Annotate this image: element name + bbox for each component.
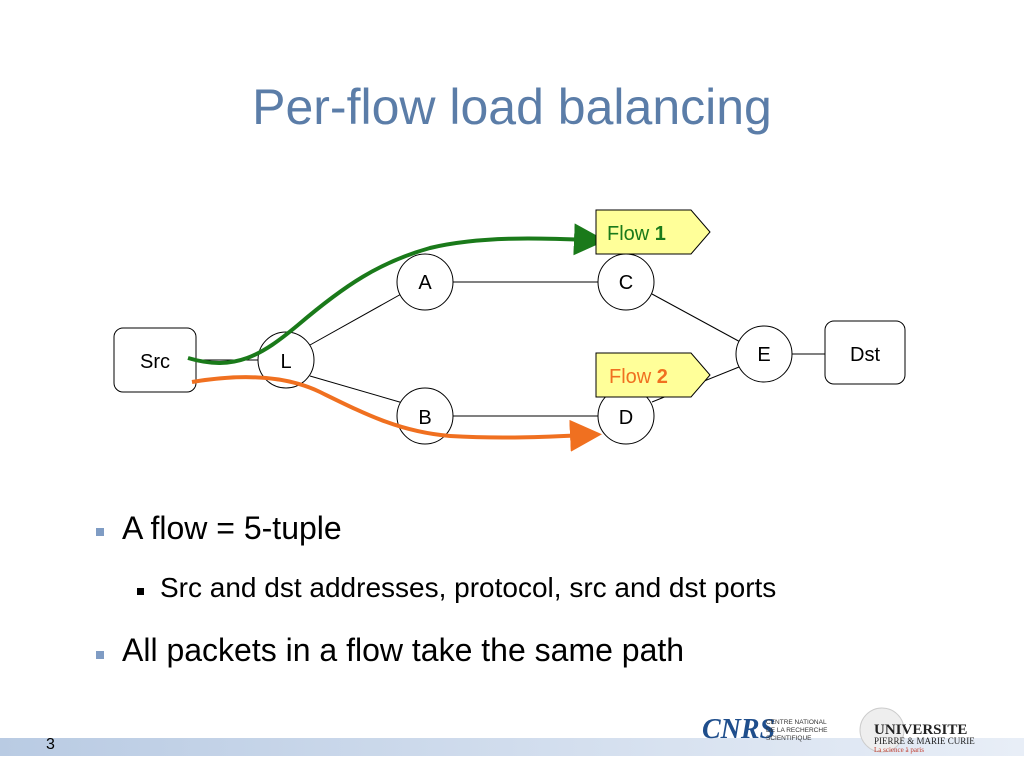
flow1-tag-label: Flow 1 <box>607 223 666 245</box>
cnrs-logo-text: CNRS <box>702 714 775 745</box>
node-e <box>735 325 793 383</box>
node-src-label: Src <box>140 351 170 373</box>
flow1-path <box>187 223 606 365</box>
node-a <box>396 253 454 311</box>
flow2-number: 2 <box>657 366 668 388</box>
cnrs-logo: CNRS CENTRE NATIONAL DE LA RECHERCHE SCI… <box>702 714 828 745</box>
slide-title: Per-flow load balancing <box>252 79 772 135</box>
node-l-label: L <box>280 351 291 373</box>
node-c-label: C <box>619 272 633 294</box>
upmc-logo: UNIVERSITE PIERRE & MARIE CURIE La scien… <box>859 707 975 754</box>
node-a-label: A <box>418 272 432 294</box>
link-l-b <box>309 375 404 404</box>
node-b-label: B <box>418 407 431 429</box>
upmc-seal-icon <box>859 707 905 753</box>
node-e-label: E <box>757 344 770 366</box>
flow1-tag <box>595 209 711 255</box>
flow2-path <box>191 375 602 452</box>
cnrs-caption-line3: SCIENTIFIQUE <box>766 735 812 742</box>
flow2-word: Flow <box>609 366 652 388</box>
flow2-tag <box>595 352 711 398</box>
upmc-logo-line3: La science à paris <box>874 746 924 754</box>
flow2-tag-label: Flow 2 <box>609 366 668 388</box>
flow1-word: Flow <box>607 223 650 245</box>
link-c-e <box>651 293 745 345</box>
cnrs-caption-line1: CENTRE NATIONAL <box>766 719 827 726</box>
node-dst <box>824 320 906 385</box>
node-d-label: D <box>619 407 633 429</box>
upmc-logo-line1: UNIVERSITE <box>874 722 967 738</box>
node-dst-label: Dst <box>850 344 880 366</box>
footer-bar <box>0 738 1024 756</box>
link-l-a <box>309 292 404 346</box>
upmc-logo-line2: PIERRE & MARIE CURIE <box>874 736 975 746</box>
cnrs-caption-line2: DE LA RECHERCHE <box>766 727 828 734</box>
page-number: 3 <box>46 736 55 753</box>
flow1-number: 1 <box>655 223 666 245</box>
